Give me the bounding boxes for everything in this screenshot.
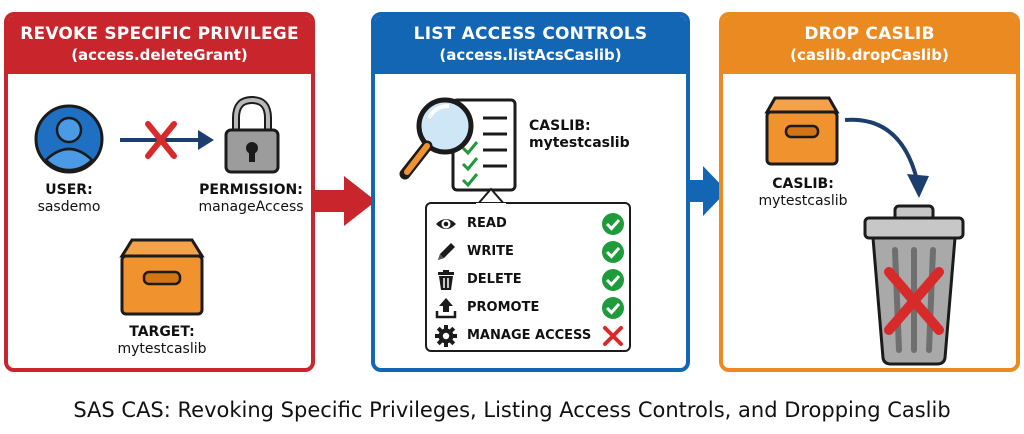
permission-label: DELETE — [467, 272, 522, 287]
user-icon — [34, 104, 104, 174]
target-label: TARGET: mytestcaslib — [100, 324, 224, 358]
permission-label: MANAGE ACCESS — [467, 328, 592, 343]
revoke-arrow-icon — [120, 121, 214, 159]
permission-row: READ — [427, 210, 633, 238]
revoke-panel-subtitle: (access.deleteGrant) — [71, 46, 248, 64]
list-caslib-label: CASLIB: mytestcaslib — [529, 118, 649, 152]
upload-icon — [435, 297, 457, 319]
user-label-text: USER: — [45, 182, 93, 198]
drop-panel-header: DROP CASLIB (caslib.dropCaslib) — [723, 16, 1016, 74]
list-caslib-value-text: mytestcaslib — [529, 135, 630, 151]
permission-label: READ — [467, 216, 507, 231]
drop-panel-title: DROP CASLIB — [804, 24, 935, 44]
check-circle-icon — [601, 296, 625, 320]
x-mark-icon — [601, 324, 625, 348]
target-value-text: mytestcaslib — [117, 341, 207, 357]
permission-list: READ WRITE DELETE PROMOTE MANAGE ACCESS — [425, 202, 631, 352]
revoke-panel: REVOKE SPECIFIC PRIVILEGE (access.delete… — [4, 12, 315, 372]
curved-arrow-icon — [844, 117, 929, 198]
list-panel: LIST ACCESS CONTROLS (access.listAcsCasl… — [371, 12, 690, 372]
drop-caslib-value-text: mytestcaslib — [758, 193, 848, 209]
check-circle-icon — [601, 268, 625, 292]
caslib-box-icon — [119, 238, 205, 316]
check-circle-icon — [601, 240, 625, 264]
permission-label: PERMISSION: manageAccess — [186, 182, 311, 216]
trash-icon — [435, 269, 457, 291]
permission-row: PROMOTE — [427, 294, 633, 322]
flow-arrow-blue-icon — [689, 166, 727, 216]
permission-value-text: manageAccess — [198, 199, 304, 215]
check-circle-icon — [601, 212, 625, 236]
revoke-panel-title: REVOKE SPECIFIC PRIVILEGE — [20, 24, 299, 44]
user-value-text: sasdemo — [37, 199, 101, 215]
permission-label: WRITE — [467, 244, 514, 259]
gear-icon — [435, 325, 457, 347]
flow-arrow-red-icon — [314, 176, 376, 226]
caslib-box-icon-drop — [764, 96, 840, 166]
drop-caslib-label-text: CASLIB: — [772, 176, 834, 192]
eye-icon — [435, 213, 457, 235]
list-panel-title: LIST ACCESS CONTROLS — [413, 24, 648, 44]
trash-bin-icon — [863, 204, 965, 366]
pencil-icon — [435, 241, 457, 263]
permission-row: DELETE — [427, 266, 633, 294]
list-panel-subtitle: (access.listAcsCaslib) — [439, 46, 622, 64]
permission-row: WRITE — [427, 238, 633, 266]
permission-label: PROMOTE — [467, 300, 540, 315]
magnifier-checklist-icon — [399, 97, 517, 192]
target-label-text: TARGET: — [129, 324, 195, 340]
drop-panel-subtitle: (caslib.dropCaslib) — [790, 46, 949, 64]
caption: SAS CAS: Revoking Specific Privileges, L… — [73, 398, 951, 422]
revoke-panel-header: REVOKE SPECIFIC PRIVILEGE (access.delete… — [8, 16, 311, 74]
drop-panel: DROP CASLIB (caslib.dropCaslib) CASLIB: … — [719, 12, 1020, 372]
user-label: USER: sasdemo — [22, 182, 116, 216]
list-panel-header: LIST ACCESS CONTROLS (access.listAcsCasl… — [375, 16, 686, 74]
permission-label-text: PERMISSION: — [199, 182, 303, 198]
permission-row: MANAGE ACCESS — [427, 322, 633, 350]
drop-caslib-label: CASLIB: mytestcaslib — [741, 176, 865, 210]
padlock-icon — [224, 95, 280, 174]
callout-gap — [476, 203, 506, 206]
list-caslib-label-text: CASLIB: — [529, 118, 591, 134]
